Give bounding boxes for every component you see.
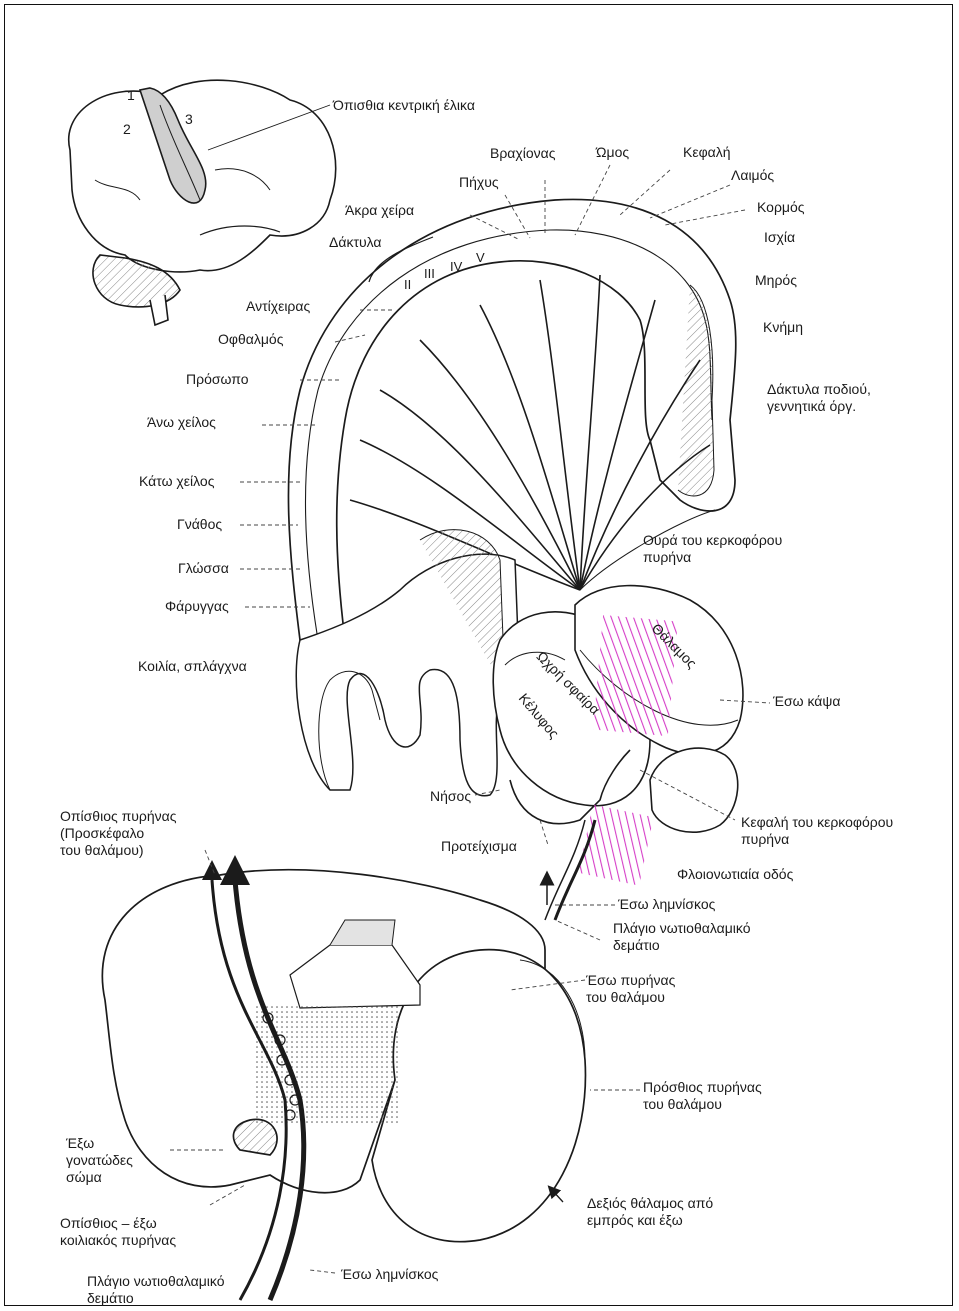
caudate-head [650,748,738,832]
label-leg: Κνήμη [763,319,803,336]
label-insula: Νήσος [430,788,471,805]
brain-number-3: 3 [185,111,193,128]
label-medial-lemniscus-bottom: Έσω λημνίσκος [341,1266,438,1283]
label-face: Πρόσωπο [186,371,248,388]
small-brain [69,80,336,325]
brain-number-1: 1 [127,87,135,104]
label-caudate-head: Κεφαλή του κερκοφόρου πυρήνα [741,814,893,848]
label-eye: Οφθαλμός [218,331,283,348]
label-upper-lip: Άνω χείλος [147,414,216,431]
roman-iv: IV [450,259,462,274]
label-caudate-tail: Ουρά του κερκοφόρου πυρήνα [643,532,782,566]
thalamus-lower [102,870,585,1242]
label-trunk: Κορμός [757,199,805,216]
label-forearm: Πήχυς [459,174,499,191]
label-fingers: Δάκτυλα [329,234,382,251]
label-thigh: Μηρός [755,272,797,289]
label-posterior-nucleus: Οπίσθιος πυρήνας (Προσκέφαλο του θαλάμου… [60,808,177,859]
label-lateral-geniculate: Έξω γονατώδες σώμα [66,1135,133,1186]
label-arm: Βραχίονας [490,145,555,162]
label-medial-lemniscus: Έσω λημνίσκος [618,896,715,913]
label-internal-capsule: Έσω κάψα [773,693,840,710]
label-shoulder: Ώμος [596,144,629,161]
label-pharynx: Φάρυγγας [165,598,229,615]
label-corticospinal-tract: Φλοιονωτιαία οδός [677,866,793,883]
roman-v: V [476,250,485,265]
label-lower-lip: Κάτω χείλος [139,473,214,490]
label-thumb: Αντίχειρας [246,298,310,315]
label-jaw: Γνάθος [177,516,222,533]
label-tongue: Γλώσσα [178,560,229,577]
label-lateral-spinothalamic: Πλάγιο νωτιοθαλαμικό δεμάτιο [613,920,751,954]
label-claustrum: Προτείχισμα [441,838,517,855]
label-anterior-nucleus: Πρόσθιος πυρήνας του θαλάμου [643,1079,762,1113]
label-posterior-central-gyrus: Όπισθια κεντρική έλικα [333,97,475,114]
label-posterolateral-ventral: Οπίσθιος – έξω κοιλιακός πυρήνας [60,1215,176,1249]
label-lateral-spinothalamic-bottom: Πλάγιο νωτιοθαλαμικό δεμάτιο [87,1273,225,1307]
roman-iii: III [424,266,435,281]
label-head: Κεφαλή [683,144,731,161]
label-abdomen-viscera: Κοιλία, σπλάγχνα [138,658,247,675]
label-medial-nucleus: Έσω πυρήνας του θαλάμου [586,972,675,1006]
label-hand: Άκρα χείρα [345,202,414,219]
roman-ii: II [404,277,411,292]
label-hip: Ισχία [764,229,795,246]
brain-number-2: 2 [123,121,131,138]
label-neck: Λαιμός [731,167,774,184]
label-right-thalamus: Δεξιός θάλαμος από εμπρός και έξω [587,1195,713,1229]
label-toes-genitals: Δάκτυλα ποδιού, γεννητικά όργ. [767,381,871,415]
